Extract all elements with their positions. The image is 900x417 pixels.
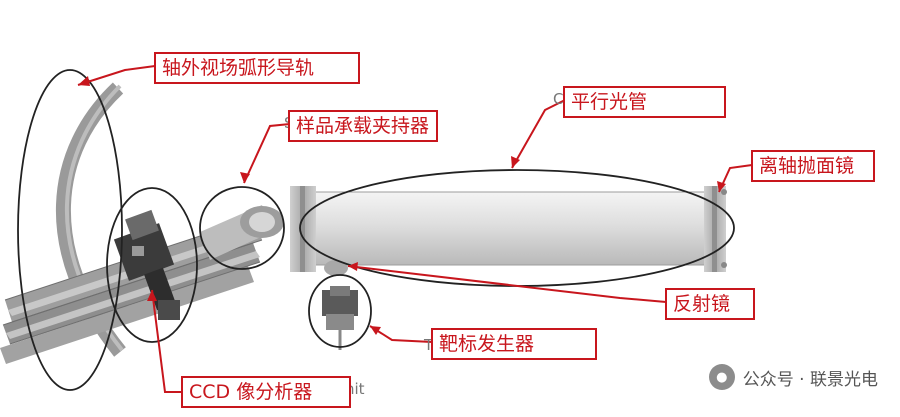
leader-arrowheads — [78, 76, 726, 335]
stray-text-c: C — [553, 90, 564, 108]
watermark: ● 公众号 · 联景光电 — [708, 364, 878, 390]
ellipse-sample-holder — [199, 186, 285, 270]
wechat-icon: ● — [708, 364, 735, 390]
reflector-device — [324, 260, 348, 276]
stray-text-t: T — [424, 336, 434, 354]
watermark-text: 公众号 · 联景光电 — [742, 369, 878, 390]
collimator-tube — [290, 186, 727, 272]
label-target-generator: 靶标发生器 — [431, 328, 597, 360]
leader-collimator — [511, 99, 566, 169]
sample-holder-device — [200, 205, 284, 260]
ellipse-target-generator — [308, 274, 372, 348]
label-collimator: 平行光管 — [563, 86, 726, 118]
label-guide-rail: 轴外视场弧形导轨 — [154, 52, 360, 84]
leader-sample-holder — [243, 123, 291, 184]
ccd-analyzer-device — [113, 209, 180, 320]
ellipse-guide-rail — [17, 69, 123, 391]
label-off-axis-mirror: 离轴抛面镜 — [751, 150, 875, 182]
label-reflector: 反射镜 — [665, 288, 755, 320]
leader-ccd — [151, 289, 181, 393]
label-ccd-analyzer: CCD 像分析器 — [181, 376, 351, 408]
leader-reflector — [347, 265, 667, 303]
leader-guide-rail — [77, 65, 156, 86]
label-sample-holder: 样品承载夹持器 — [288, 110, 438, 142]
ellipse-ccd — [106, 187, 198, 343]
target-generator-device — [322, 286, 358, 350]
